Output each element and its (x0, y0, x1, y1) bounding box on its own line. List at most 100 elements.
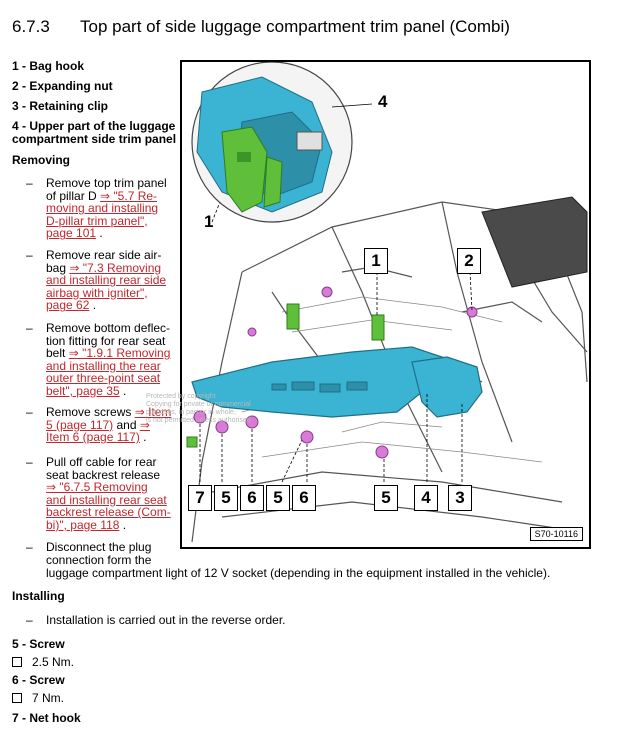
copyright-watermark: Protected by copyright Copying for priva… (146, 393, 251, 425)
installing-step-text: Installation is carried out in the rever… (46, 613, 286, 627)
detail-zoom-content (196, 76, 333, 213)
step-4-text: Remove screws ⇒ Item 5 (page 117) and ⇒ … (46, 406, 174, 444)
step-6-line2: connection form the (46, 552, 152, 567)
step-5-text: Pull off cable for rear seat backrest re… (46, 456, 174, 532)
spec-item-5-torque: 2.5 Nm. (32, 655, 75, 669)
step-3-text: Remove bottom deflec- tion fitting for r… (46, 322, 174, 398)
callout-5: 5 (374, 485, 398, 511)
parcel-shelf (481, 196, 588, 288)
step-3-link-a[interactable]: ⇒ "1.9.1 Removing (68, 346, 171, 361)
step-5-line1: Pull off cable for rear (46, 455, 157, 469)
callout-6: 6 (292, 485, 316, 511)
step-2-link-a[interactable]: ⇒ "7.3 Removing (69, 260, 162, 275)
step-5: – Pull off cable for rear seat backrest … (26, 456, 174, 532)
legend-item-1: 1 - Bag hook (12, 59, 85, 73)
legend-item-4-line2: compartment side trim panel (12, 132, 177, 146)
section-title: Top part of side luggage compartment tri… (80, 17, 510, 36)
callout-5: 5 (214, 485, 238, 511)
callout-4-top: 4 (378, 92, 388, 111)
step-1-link-a[interactable]: ⇒ "5.7 Re- (100, 188, 158, 203)
step-4-and: and (113, 417, 140, 432)
fastener-parts (193, 286, 478, 459)
spec-item-5-title: 5 - Screw (12, 637, 65, 651)
step-4-link-d[interactable]: Item 6 (page 117) (46, 430, 140, 445)
step-3: – Remove bottom deflec- tion fitting for… (26, 322, 174, 398)
diagram-illustration (186, 62, 588, 543)
legend-item-4-line1: 4 - Upper part of the luggage (12, 119, 176, 133)
net-hook-part (186, 436, 198, 448)
step-4-line1: Remove screws (46, 405, 135, 419)
callout-leader-lines (199, 196, 473, 483)
step-3-line3: belt (46, 346, 69, 361)
spec-item-6-torque: 7 Nm. (32, 691, 65, 705)
callout-6: 6 (240, 485, 264, 511)
step-dash: – (26, 405, 33, 419)
bag-hook-part (286, 303, 300, 330)
bag-hook-part (371, 314, 385, 341)
spec-item-6-value: 7 Nm. (12, 691, 64, 705)
step-dash: – (26, 248, 33, 262)
removing-heading: Removing (12, 153, 71, 167)
step-4: – Remove screws ⇒ Item 5 (page 117) and … (26, 406, 174, 444)
step-2-text: Remove rear side air- bag ⇒ "7.3 Removin… (46, 249, 174, 312)
callout-5: 5 (266, 485, 290, 511)
step-4-end: . (139, 430, 147, 445)
section-number: 6.7.3 (12, 17, 50, 36)
step-3-line2: tion fitting for rear seat (46, 333, 166, 348)
step-3-line1: Remove bottom deflec- (46, 321, 171, 335)
spec-item-5-value: 2.5 Nm. (12, 655, 74, 669)
step-3-end: . (119, 383, 127, 398)
step-1-link-c[interactable]: D-pillar trim panel", (46, 213, 148, 228)
callout-7: 7 (188, 485, 212, 511)
step-1-end: . (96, 226, 103, 241)
step-4-link-a[interactable]: ⇒ Item (134, 405, 172, 419)
trim-panel-slots (271, 381, 368, 393)
step-2-end: . (89, 298, 97, 313)
step-5-end: . (119, 517, 127, 532)
step-6: – Disconnect the plug connection form th… (26, 541, 174, 566)
step-2-line1: Remove rear side air- (46, 248, 162, 262)
legend-item-3: 3 - Retaining clip (12, 99, 109, 113)
callout-2: 2 (457, 248, 481, 274)
step-4-link-c[interactable]: ⇒ (139, 417, 150, 432)
installing-heading: Installing (12, 589, 65, 603)
step-2-line2: bag (46, 260, 70, 275)
step-1-link-b[interactable]: moving and installing (46, 201, 159, 216)
callout-3: 3 (448, 485, 472, 511)
callout-1: 1 (364, 248, 388, 274)
exploded-diagram-figure: 4 1 1 2 7 5 6 5 6 5 4 3 S70-10116 (180, 60, 591, 549)
step-6-text: Disconnect the plug connection form the (46, 541, 174, 566)
watermark-line-2: Copying for private or commercial (146, 401, 251, 408)
trim-panel-side (411, 356, 483, 418)
step-1: – Remove top trim panel of pillar D ⇒ "5… (26, 177, 174, 240)
step-dash: – (26, 540, 33, 554)
watermark-line-4: is not permitted unless authorised (146, 417, 251, 424)
spec-item-6-title: 6 - Screw (12, 673, 65, 687)
step-2: – Remove rear side air- bag ⇒ "7.3 Remov… (26, 249, 174, 312)
step-1-link-d[interactable]: page 101 (46, 226, 97, 241)
step-2-link-b[interactable]: and installing rear side (46, 273, 167, 288)
step-2-link-d[interactable]: page 62 (46, 298, 90, 313)
watermark-line-1: Protected by copyright (146, 393, 216, 400)
step-5-link-a[interactable]: ⇒ "6.7.5 Removing (46, 480, 148, 495)
step-5-link-c[interactable]: backrest release (Com- (46, 505, 171, 520)
step-2-link-c[interactable]: airbag with igniter", (46, 285, 148, 300)
step-3-link-d[interactable]: belt", page 35 (46, 383, 120, 398)
installing-step: – Installation is carried out in the rev… (26, 613, 286, 627)
callout-leader-4 (331, 103, 373, 108)
legend-item-4: 4 - Upper part of the luggage compartmen… (12, 120, 176, 146)
legend-item-2: 2 - Expanding nut (12, 79, 113, 93)
step-4-link-b[interactable]: 5 (page 117) (46, 417, 114, 432)
step-dash: – (26, 613, 33, 627)
step-dash: – (26, 176, 33, 190)
step-5-link-d[interactable]: bi)", page 118 (46, 517, 120, 532)
step-5-link-b[interactable]: and installing rear seat (46, 492, 167, 507)
step-dash: – (26, 455, 33, 469)
callout-1-left: 1 (204, 212, 214, 231)
callout-4: 4 (414, 485, 438, 511)
checkbox-icon (12, 693, 22, 703)
step-3-link-b[interactable]: and installing the rear (46, 358, 161, 373)
step-3-link-c[interactable]: outer three-point seat (46, 371, 161, 386)
spec-item-7-title: 7 - Net hook (12, 711, 81, 725)
step-1-line2: of pillar D (46, 188, 101, 203)
